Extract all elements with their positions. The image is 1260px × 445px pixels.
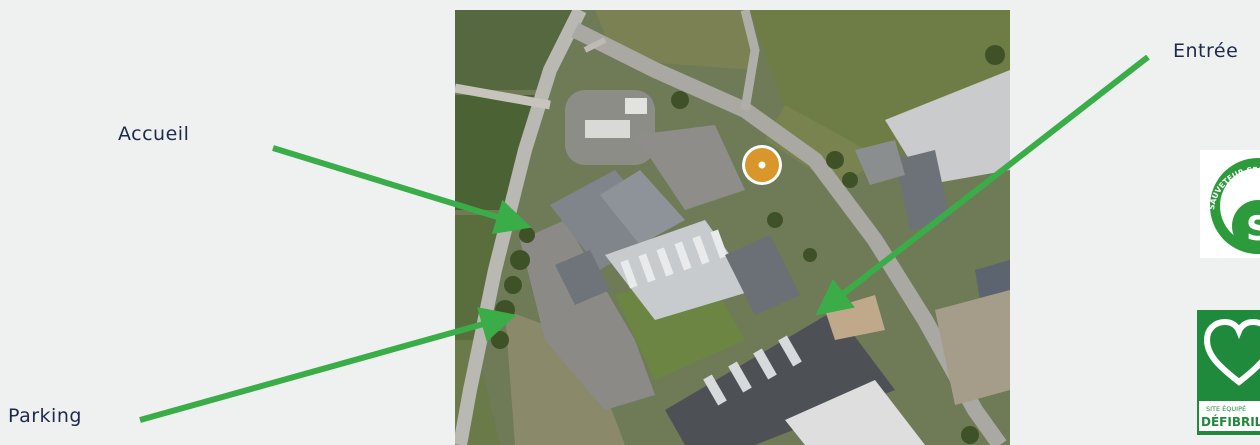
sst-badge: SAUVETEUR SECOURISTE DU TRAVAIL S [1200, 150, 1260, 258]
location-pin-icon[interactable] [742, 145, 782, 185]
sst-logo-icon: SAUVETEUR SECOURISTE DU TRAVAIL S [1200, 150, 1260, 254]
parking-arrow [139, 307, 517, 423]
heart-defibrillator-icon: SITE ÉQUIPÉ DÉFIBRIL [1197, 310, 1260, 435]
accueil-label: Accueil [118, 123, 190, 145]
parking-label: Parking [8, 405, 82, 427]
aerial-map[interactable] [455, 10, 1010, 445]
defib-line2: DÉFIBRIL [1201, 414, 1260, 429]
aerial-map-image [455, 10, 1010, 445]
defibrillator-badge: SITE ÉQUIPÉ DÉFIBRIL [1197, 310, 1260, 435]
entree-label: Entrée [1173, 40, 1239, 62]
defib-line1: SITE ÉQUIPÉ [1206, 404, 1246, 413]
sst-letter: S [1246, 209, 1260, 249]
